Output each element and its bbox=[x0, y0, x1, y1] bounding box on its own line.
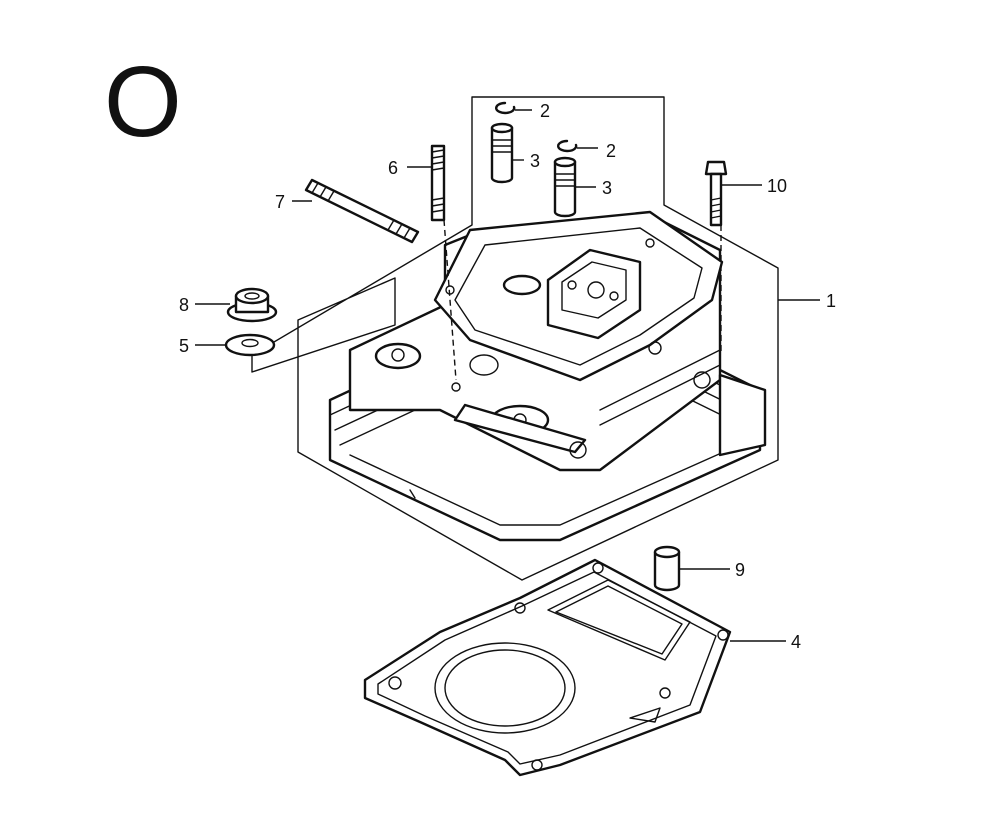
callout-6: 6 bbox=[388, 158, 398, 178]
head-gasket bbox=[363, 558, 732, 777]
leader-lines bbox=[195, 109, 820, 642]
valve-guide-left bbox=[490, 122, 514, 184]
stud-long bbox=[304, 178, 420, 244]
callout-2b: 2 bbox=[606, 141, 616, 161]
section-letter: O bbox=[104, 46, 182, 158]
washer bbox=[224, 333, 276, 357]
dowel-pin bbox=[653, 545, 681, 592]
callout-8: 8 bbox=[179, 295, 189, 315]
callout-3a: 3 bbox=[530, 151, 540, 171]
callout-4: 4 bbox=[791, 632, 801, 652]
callout-9: 9 bbox=[735, 560, 745, 580]
flange-nut bbox=[226, 287, 278, 323]
callout-1: 1 bbox=[826, 291, 836, 311]
assembly-outline bbox=[251, 96, 779, 581]
valve-guide-right bbox=[553, 156, 577, 218]
callout-3b: 3 bbox=[602, 178, 612, 198]
callout-5: 5 bbox=[179, 336, 189, 356]
circlip-upper bbox=[495, 101, 516, 115]
callout-2a: 2 bbox=[540, 101, 550, 121]
callout-7: 7 bbox=[275, 192, 285, 212]
cylinder-head bbox=[328, 210, 767, 542]
stud-short bbox=[430, 144, 446, 222]
circlip-lower bbox=[557, 139, 578, 153]
callout-10: 10 bbox=[767, 176, 787, 196]
flange-bolt bbox=[704, 160, 728, 227]
